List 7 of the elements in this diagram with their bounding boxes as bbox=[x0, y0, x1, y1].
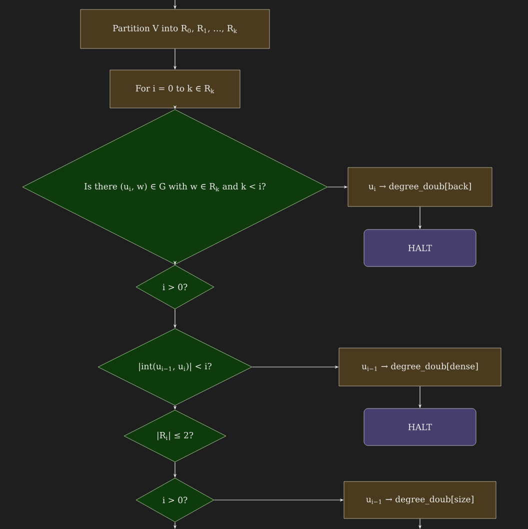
halt-box: HALT bbox=[364, 229, 476, 267]
process-box: Partition V into R$_{0}$, R$_{1}$, …, R$_{k}$ bbox=[80, 9, 270, 49]
process-box: u$_{i−1}$ → degree_doub[size] bbox=[344, 481, 496, 519]
halt-box: HALT bbox=[364, 408, 476, 446]
process-box: u$_{i−1}$ → degree_doub[dense] bbox=[338, 348, 502, 386]
process-box: For i = 0 to k ∈ R$_{k}$ bbox=[110, 70, 240, 108]
process-box: u$_{i}$ → degree_doub[back] bbox=[348, 167, 492, 207]
